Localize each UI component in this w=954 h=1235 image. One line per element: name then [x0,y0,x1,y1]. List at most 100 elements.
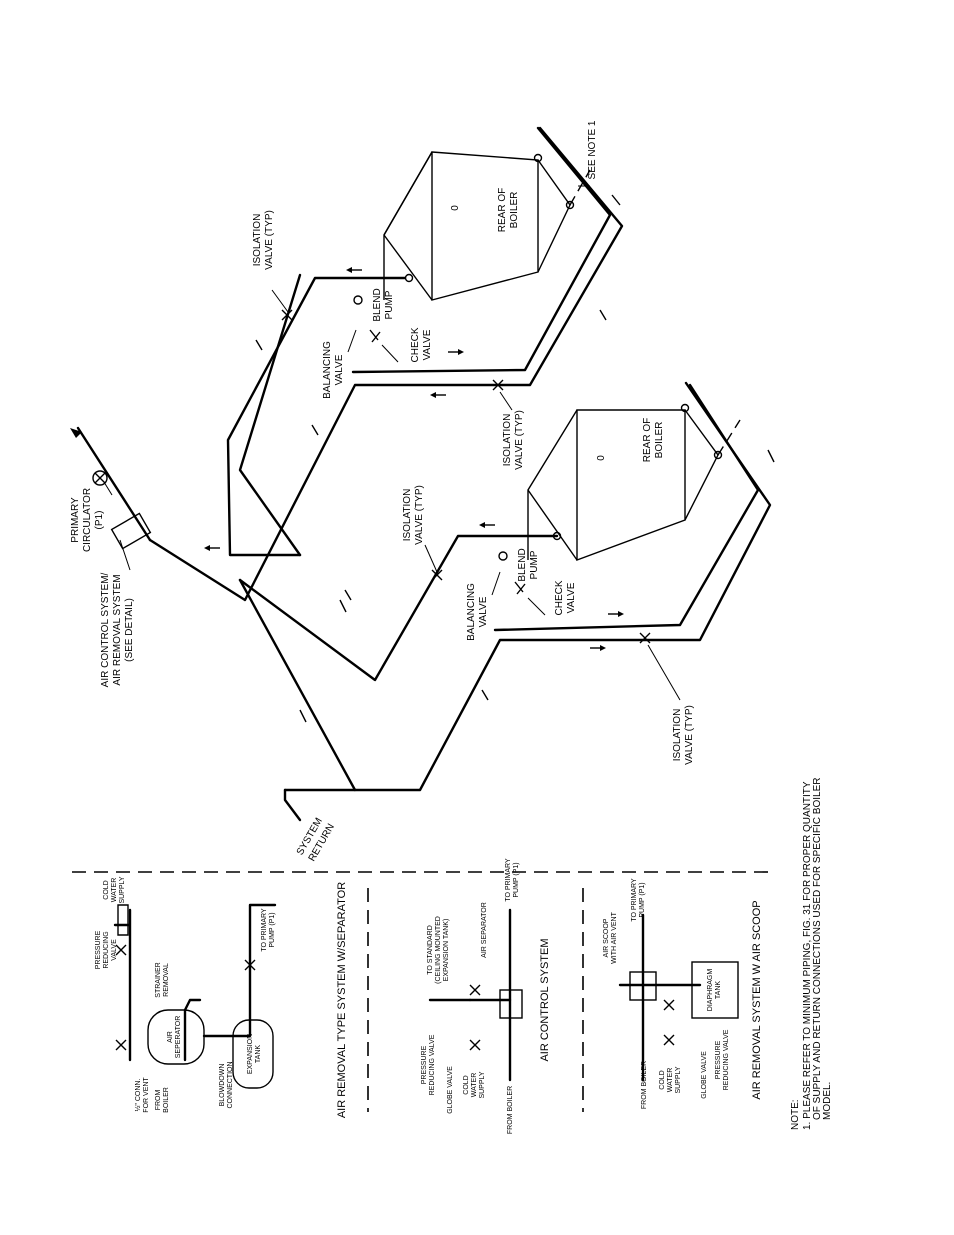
svg-text:BLEND: BLEND [517,548,528,581]
svg-text:BLOWDOWN: BLOWDOWN [219,1064,226,1107]
flow-arrow-icon [618,611,624,617]
svg-text:DIAPHRAGM: DIAPHRAGM [707,969,714,1012]
note-heading: NOTE: [790,1099,801,1130]
boiler-upper-mark: 0 [450,205,461,211]
valve-icon [115,1039,127,1051]
svg-text:GLOBE VALVE: GLOBE VALVE [447,1066,454,1114]
valve-icon [663,999,675,1011]
svg-text:(SEE DETAIL): (SEE DETAIL) [124,598,135,662]
boiler-lower-connection-2-icon [713,450,723,460]
valve-icon [663,1034,675,1046]
svg-text:PUMP: PUMP [529,550,540,579]
svg-text:½" CONN.: ½" CONN. [134,1079,142,1112]
svg-text:BALANCING: BALANCING [322,341,333,399]
boiler-upper-label-1: REAR OF [497,188,508,232]
svg-text:WATER: WATER [471,1073,478,1098]
label-check-valve-upper: CHECK VALVE [381,327,433,363]
label-balancing-upper: BALANCING VALVE [322,329,357,399]
svg-text:AIR: AIR [167,1031,174,1043]
label-see-note: SEE NOTE 1 [578,120,598,187]
supply-pipe-lower-top [493,383,760,632]
svg-text:AIR SCOOP: AIR SCOOP [603,918,610,957]
boiler-lower-label-2: BOILER [654,422,665,459]
label-isolation-lower-left: ISOLATION VALVE (TYP) [402,485,438,573]
svg-text:REDUCING: REDUCING [103,931,110,968]
svg-text:SUPPLY: SUPPLY [479,1071,486,1098]
boiler-upper: 0 REAR OF BOILER [383,151,575,301]
label-blend-pump-upper: BLEND PUMP [372,288,395,321]
expansion-tank [232,1019,274,1089]
air-separator-body [499,989,523,1019]
main-schematic: 0 REAR OF BOILER 0 REAR OF BOILER [70,120,775,864]
boiler-upper-connection-3-icon [404,273,414,283]
supply-pipe-upper-top [351,126,612,374]
boiler-lower-alt-connection [717,419,741,456]
svg-text:(P1): (P1) [94,511,105,530]
detail-control: TO STANDARD (CEILING MOUNTED EXPANSION T… [421,858,551,1134]
flow-arrow-icon [430,392,436,398]
detail-scoop: AIR SCOOP WITH AIR VENT TO PRIMARY PUMP … [603,878,763,1109]
note-block: NOTE: 1. PLEASE REFER TO MINIMUM PIPING,… [790,778,833,1130]
label-check-valve-lower: CHECK VALVE [527,580,577,616]
svg-text:VALVE: VALVE [566,582,577,613]
svg-text:VALVE: VALVE [111,939,118,961]
svg-text:REDUCING VALVE: REDUCING VALVE [429,1034,436,1095]
svg-text:VALVE (TYP): VALVE (TYP) [414,485,425,545]
svg-text:SUPPLY: SUPPLY [119,876,126,903]
svg-text:COLD: COLD [463,1075,470,1094]
svg-text:BLEND: BLEND [372,288,383,321]
flow-arrow-icon [600,645,606,651]
svg-text:PRESSURE: PRESSURE [715,1040,722,1079]
label-isolation-lower: ISOLATION VALVE (TYP) [647,644,695,765]
svg-text:STRAINER: STRAINER [155,962,162,997]
detail-scoop-title: AIR REMOVAL SYSTEM W AIR SCOOP [751,900,763,1099]
svg-text:EXPANSION TANK): EXPANSION TANK) [443,919,450,982]
boiler-upper-connection-icon [533,153,543,163]
boiler-upper-connection-2-icon [565,200,575,210]
svg-text:WITH AIR VENT: WITH AIR VENT [611,911,618,963]
branch-pipe-lower [238,534,559,682]
blend-pump-upper-icon [353,295,363,305]
svg-text:PUMP (P1): PUMP (P1) [639,882,646,917]
svg-text:TO PRIMARY: TO PRIMARY [261,908,268,952]
label-system-return: SYSTEM RETURN [295,816,337,863]
label-isolation-top: ISOLATION VALVE (TYP) [252,210,289,313]
svg-text:PUMP (P1): PUMP (P1) [513,862,520,897]
flow-arrow-icon [346,267,352,273]
svg-text:VALVE (TYP): VALVE (TYP) [684,705,695,765]
detail-control-title: AIR CONTROL SYSTEM [539,938,551,1061]
svg-text:ISOLATION: ISOLATION [402,489,413,542]
isolation-valves [281,309,651,644]
pressure-reducing-valve-icon [117,904,129,936]
svg-text:SEPERATOR: SEPERATOR [175,1016,182,1059]
svg-text:VALVE (TYP): VALVE (TYP) [264,210,275,270]
svg-text:SUPPLY: SUPPLY [675,1066,682,1093]
svg-text:WATER: WATER [111,878,118,903]
svg-text:PUMP: PUMP [384,290,395,319]
svg-text:FOR VENT: FOR VENT [143,1077,150,1113]
svg-text:BALANCING: BALANCING [466,583,477,641]
svg-text:TANK: TANK [715,981,722,999]
primary-circulator-icon [92,470,108,486]
svg-text:FROM BOILER: FROM BOILER [641,1061,648,1109]
air-scoop-body [629,971,657,1001]
svg-text:TO STANDARD: TO STANDARD [427,925,434,975]
branch-pipe-upper [226,276,407,557]
flow-arrow-icon [458,349,464,355]
boiler-lower-connection-icon [680,403,690,413]
svg-text:WATER: WATER [667,1068,674,1093]
flow-arrow-icon [204,545,210,551]
svg-text:TO PRIMARY: TO PRIMARY [631,878,638,922]
primary-header [76,426,152,542]
svg-text:VALVE (TYP): VALVE (TYP) [514,410,525,470]
valve-icon [469,984,481,996]
svg-text:TO PRIMARY: TO PRIMARY [505,858,512,902]
valve-icon [492,379,504,391]
svg-text:GLOBE VALVE: GLOBE VALVE [701,1051,708,1099]
svg-text:TANK: TANK [255,1045,262,1063]
check-valve-lower-icon [514,581,526,595]
diaphragm-tank [691,961,739,1019]
valve-icon [639,632,651,644]
valve-icon [431,569,443,581]
svg-text:CHECK: CHECK [410,327,421,362]
